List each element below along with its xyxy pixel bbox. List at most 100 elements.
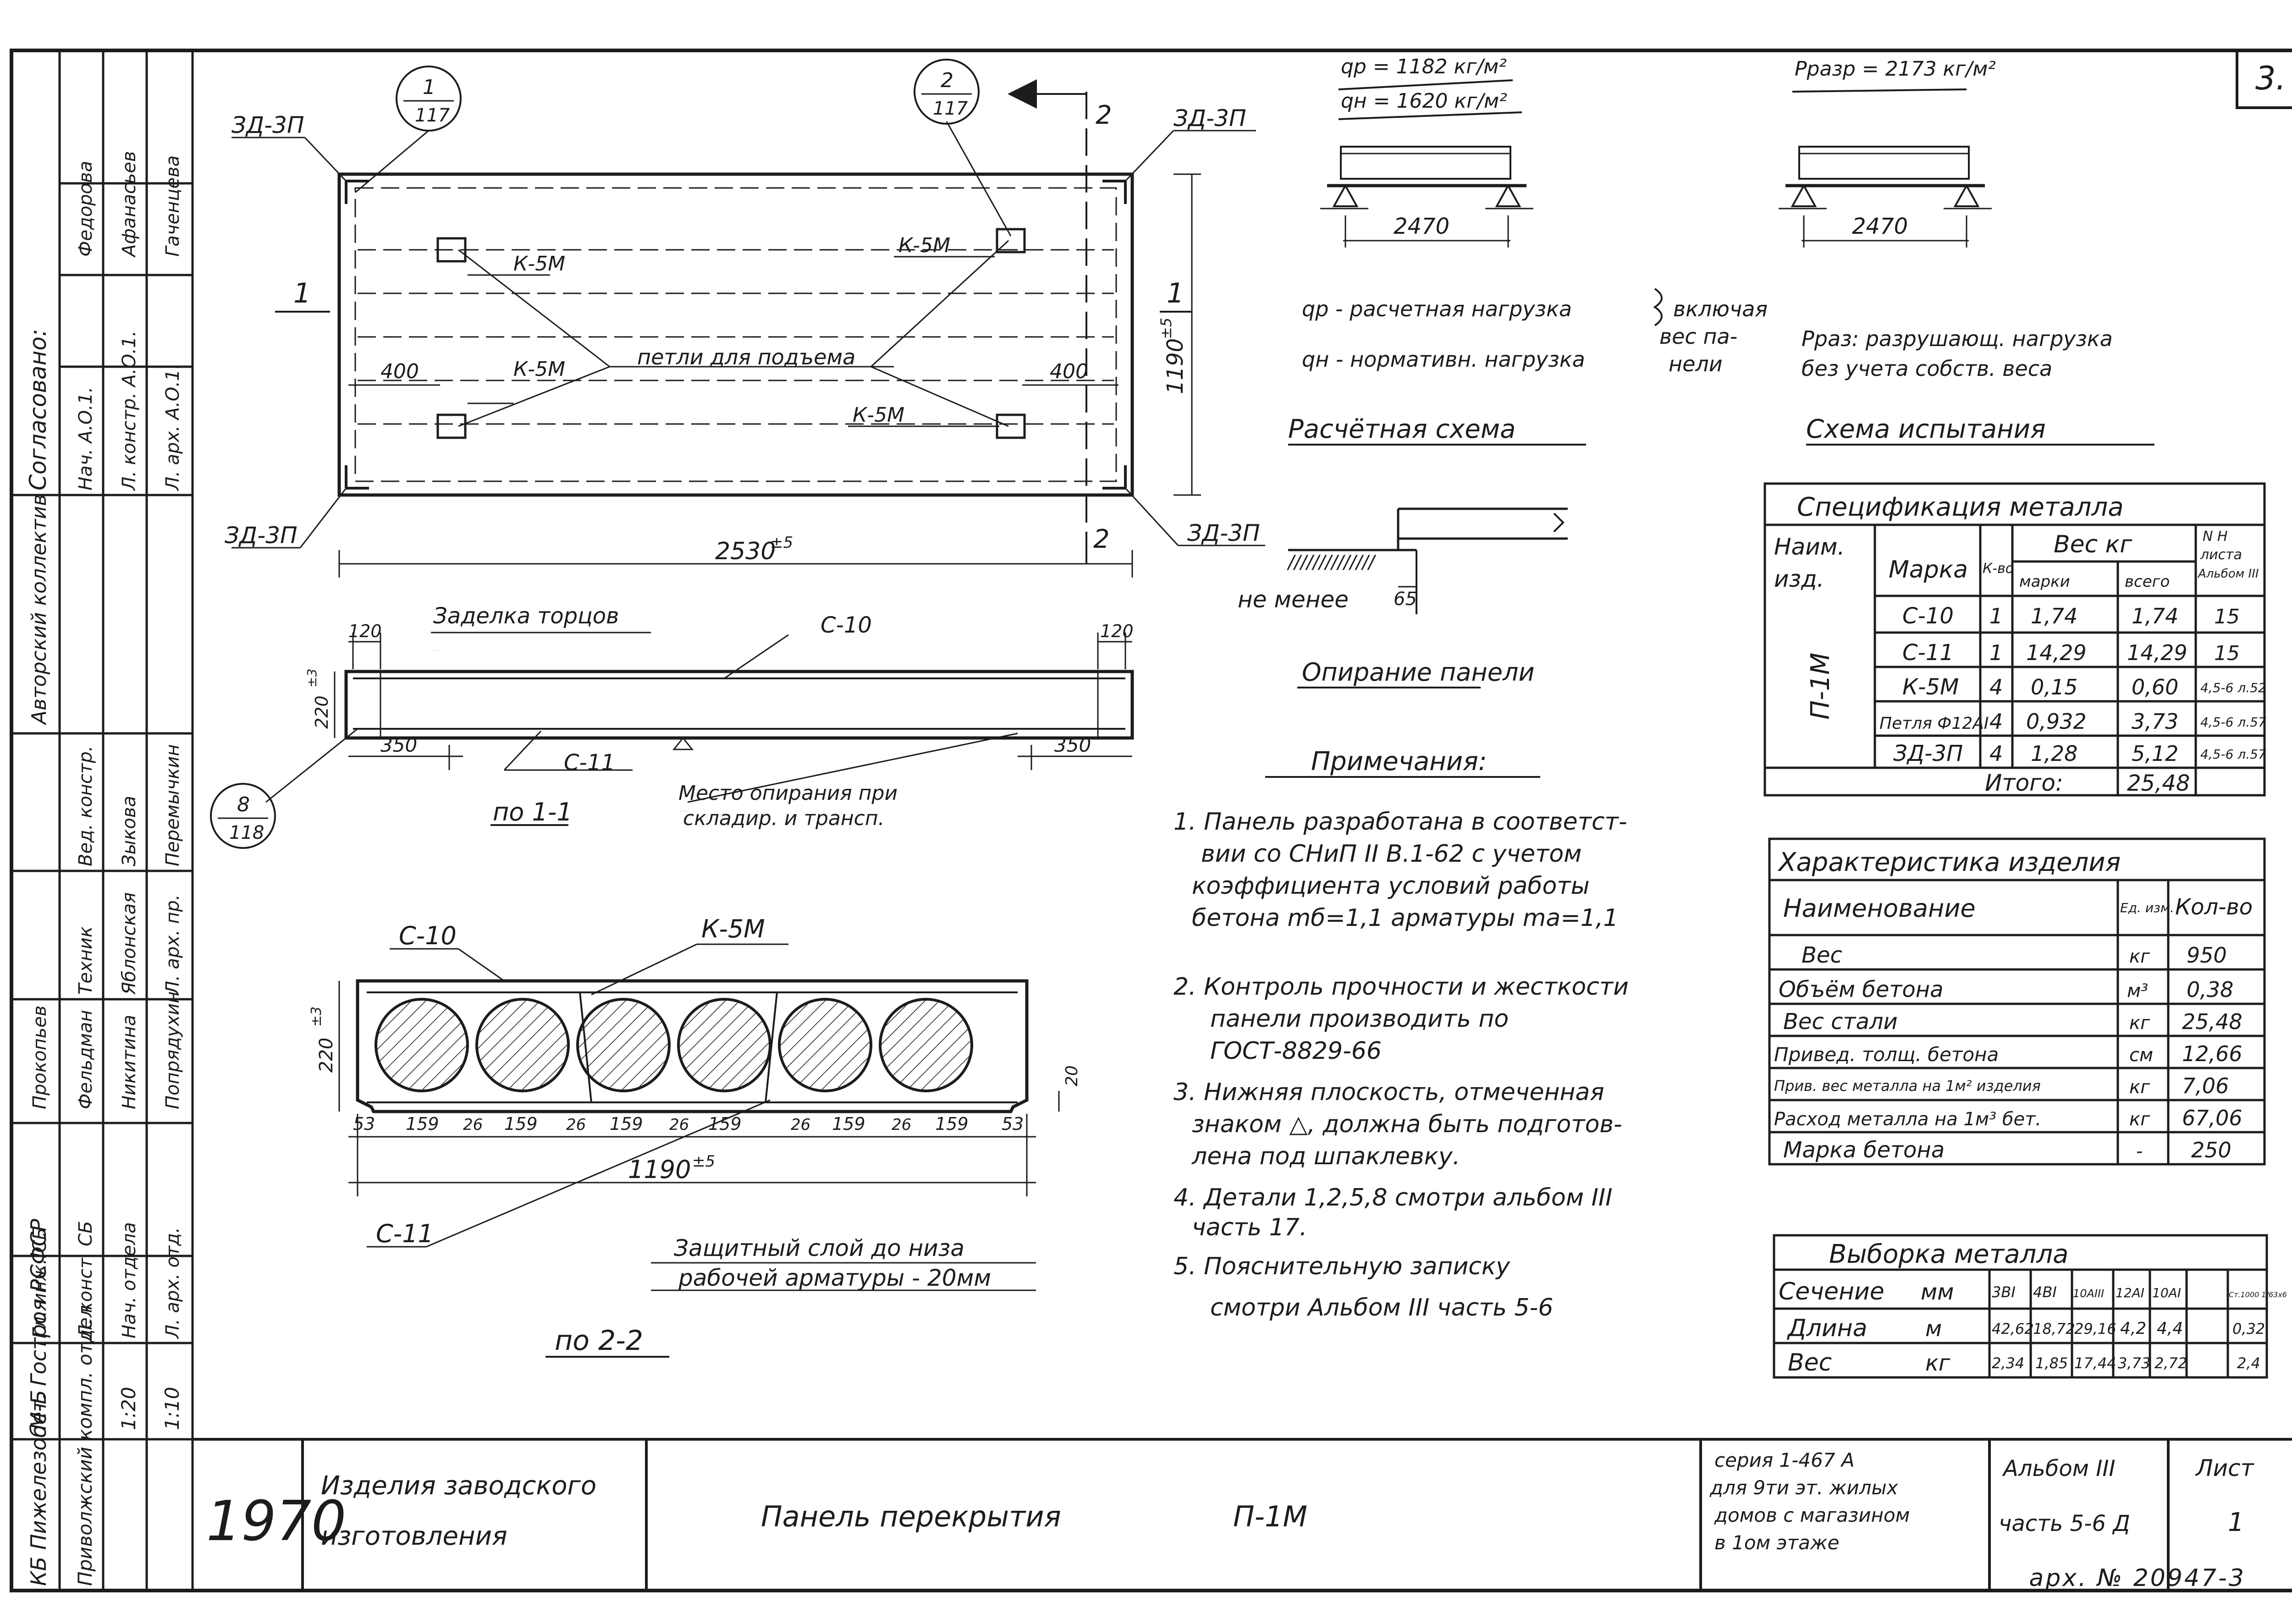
calc-qn: qн = 1620 кг/м²	[1341, 89, 1507, 113]
calc-legend-brace: включая	[1673, 297, 1768, 321]
section-2-2	[338, 943, 1060, 1358]
spec-r5-total: 5,12	[2132, 741, 2178, 766]
note-line-7: ГОСТ-8829-66	[1210, 1037, 1382, 1065]
section-mark-2-bottom: 2	[1093, 524, 1110, 554]
spec-total-label: Итого:	[1985, 770, 2063, 796]
calc-legend-2: qн - нормативн. нагрузка	[1302, 347, 1585, 372]
section-2-height: 220	[316, 1038, 337, 1073]
dim-2: 159	[406, 1114, 439, 1134]
section-1-1	[265, 632, 1134, 826]
test-span: 2470	[1852, 214, 1908, 239]
char-table-text: Характеристика изделия Наименование Ед. …	[1774, 848, 2253, 1163]
section-1-support-note-1: Место опирания при	[678, 782, 898, 805]
spec-r2-per: 14,29	[2026, 640, 2087, 665]
section-2-rebar-k: К-5М	[701, 914, 765, 943]
detail-1-sheet: 117	[415, 105, 450, 126]
title-series-3: домов с магазином	[1714, 1504, 1910, 1526]
section-1-rebar-top: С-10	[821, 612, 872, 638]
calc-legend-brace-3: нели	[1669, 352, 1723, 376]
spec-h-item-1: Наим.	[1774, 534, 1845, 560]
note-line-8: 3. Нижняя плоскость, отмеченная	[1174, 1079, 1604, 1106]
note-line-10: лена под шпаклевку.	[1191, 1143, 1460, 1170]
spec-r3-qty: 4	[1989, 675, 2003, 699]
metal-r2-v2: 1,85	[2035, 1354, 2068, 1372]
detail-bubble-8	[210, 783, 276, 849]
loop-label-4: К-5М	[853, 403, 904, 427]
approval-role-2: Л. констр. А.О.1.	[119, 330, 140, 491]
spec-r5-per: 1,28	[2031, 741, 2077, 766]
metal-h-2: 4ВI	[2033, 1283, 2057, 1301]
side-mark-1-right: 1	[1167, 277, 1184, 309]
executor-name-3: Никитина	[119, 1015, 140, 1109]
metal-title: Выборка металла	[1829, 1239, 2068, 1269]
metal-r1-v5: 4,4	[2157, 1319, 2183, 1338]
archive-number: арх. № 20947-3	[2029, 1564, 2246, 1592]
spec-r1-sheet: 15	[2214, 605, 2240, 628]
char-r2-unit: м³	[2127, 980, 2148, 1002]
spec-r1-qty: 1	[1989, 604, 2003, 628]
spec-h-item-2: изд.	[1774, 566, 1824, 592]
calc-scheme-labels: qр = 1182 кг/м² qн = 1620 кг/м² 2470 qр …	[1288, 55, 1768, 444]
title-year: 1970	[206, 1490, 346, 1553]
note-line-1: 1. Панель разработана в соответст-	[1174, 808, 1627, 836]
plan-length-tol: ±5	[770, 534, 793, 552]
dim-4: 159	[504, 1114, 538, 1134]
approval-role-3: Л. арх. А.О.1.	[162, 363, 183, 491]
metal-h-5: 10АI	[2152, 1285, 2181, 1300]
metal-h-unit: мм	[1921, 1279, 1954, 1305]
approval-name-3: Гаченцева	[162, 155, 183, 257]
calc-legend-brace-full: включая вес панели	[1673, 316, 1678, 317]
title-block	[193, 1438, 2292, 1591]
test-title: Схема испытания	[1806, 414, 2046, 444]
approval-role-1: Нач. А.О.1.	[75, 387, 96, 490]
char-r2-name: Объём бетона	[1779, 977, 1944, 1002]
section-2-rebar-top: С-10	[399, 921, 457, 950]
char-r4-name: Привед. толщ. бетона	[1774, 1043, 1999, 1066]
spec-r5-qty: 4	[1989, 741, 2003, 766]
spec-h-sheet-2: листа	[2200, 547, 2242, 563]
metal-r2-name: Вес	[1788, 1349, 1832, 1376]
calc-legend-brace-2: вес па-	[1659, 324, 1737, 349]
char-table	[1768, 837, 2266, 1166]
section-1-support-left: 350	[380, 734, 417, 756]
detail-2-sheet: 117	[933, 98, 968, 119]
title-category-1: Изделия заводского	[321, 1471, 596, 1501]
note-line-5: 2. Контроль прочности и жесткости	[1174, 973, 1629, 1001]
stamp-scale-1: 1:20	[117, 1387, 140, 1430]
spec-r2-qty: 1	[1989, 640, 2003, 665]
plan-labels: 1 117 2 117 2 2 1 1 ЗД-3П ЗД-3П ЗД-3П ЗД…	[225, 59, 1260, 565]
section-1-note-1: Заделка торцов	[433, 603, 619, 629]
test-legend-1: Рраз: разрушающ. нагрузка	[1802, 326, 2113, 351]
title-sheet-value: 1	[2228, 1508, 2244, 1537]
dim-9: 26	[791, 1116, 810, 1134]
support-labels: ////////////// не менее 65 Опирание пане…	[1238, 552, 1535, 687]
executor-role-3: Нач. отдела	[119, 1222, 140, 1338]
loop-label-2: К-5М	[898, 234, 950, 257]
dim-6: 159	[610, 1114, 643, 1134]
support-title: Опирание панели	[1302, 658, 1535, 687]
title-series-4: в 1ом этаже	[1714, 1531, 1840, 1554]
metal-h-1: 3ВI	[1992, 1283, 2016, 1301]
corner-label-tl: ЗД-3П	[231, 112, 304, 138]
corner-label-br: ЗД-3П	[1187, 520, 1260, 546]
spec-h-qty: К-во	[1983, 561, 2014, 577]
metal-r2-v4: 3,73	[2118, 1354, 2150, 1372]
section-2-side: 20	[1063, 1065, 1081, 1086]
support-detail	[1288, 507, 1568, 688]
executors-header: Авторский коллектив	[28, 494, 51, 726]
executor-name-1: Прокопьев	[29, 1006, 50, 1109]
section-1-title: по 1-1	[493, 798, 573, 826]
spec-h-mark: Марка	[1889, 556, 1968, 584]
cover-note-1: Защитный слой до низа	[674, 1235, 964, 1261]
char-title: Характеристика изделия	[1777, 848, 2121, 877]
detail-bubble-2	[914, 59, 980, 125]
note-line-9: знаком △, должна быть подготов-	[1192, 1111, 1622, 1138]
spec-h-total: всего	[2125, 573, 2170, 591]
char-h-unit: Ед. изм.	[2120, 900, 2174, 915]
spec-r4-qty: 4	[1989, 709, 2003, 734]
detail-1-num: 1	[423, 76, 435, 99]
spec-h-weight: Вес кг	[2054, 531, 2132, 558]
spec-r2-mark: С-11	[1902, 640, 1954, 666]
section-1-end-left: 120	[348, 621, 382, 641]
char-r7-unit: -	[2136, 1141, 2143, 1162]
